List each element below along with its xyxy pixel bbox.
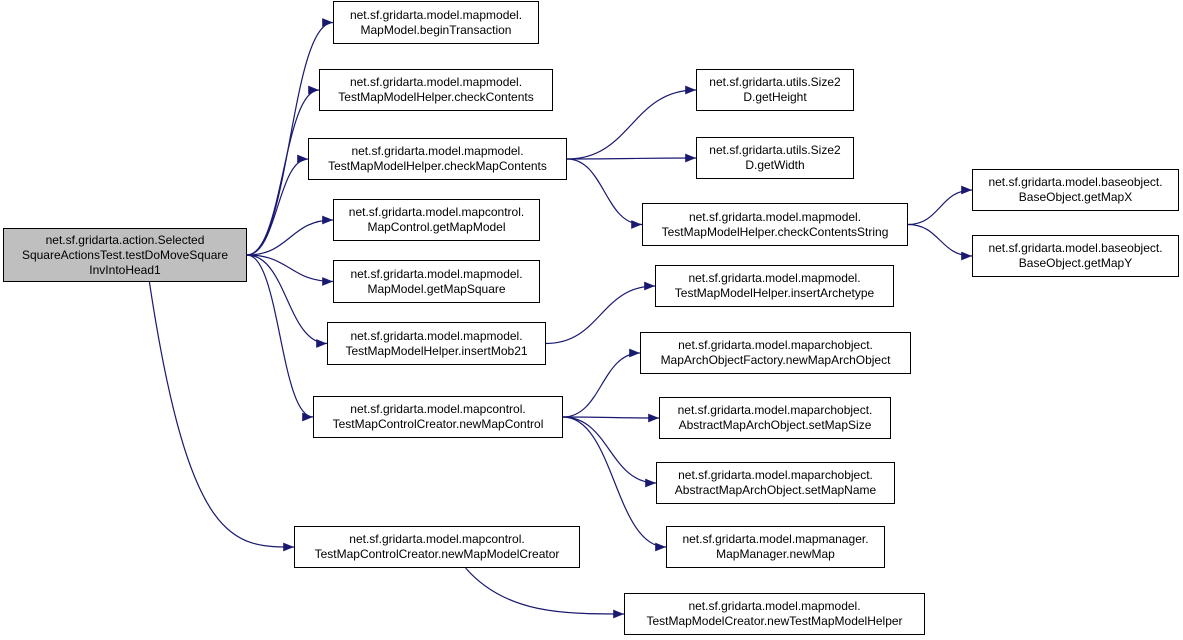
node-getmapsquare[interactable]: net.sf.gridarta.model.mapmodel. MapModel… (333, 260, 540, 303)
edge-nmc-to-nmao (562, 348, 641, 418)
edge-root-to-gmm (246, 215, 334, 256)
node-label-line: TestMapModelHelper.checkContents (338, 90, 534, 104)
node-label-line: TestMapModelHelper.insertArchetype (674, 286, 875, 300)
node-getmapy[interactable]: net.sf.gridarta.model.baseobject. BaseOb… (972, 235, 1179, 277)
node-setmapname[interactable]: net.sf.gridarta.model.maparchobject. Abs… (656, 462, 895, 504)
node-label-line: net.sf.gridarta.model.mapcontrol. (348, 205, 525, 219)
node-label-line: BaseObject.getMapX (1018, 190, 1133, 204)
node-label-line: BaseObject.getMapY (1018, 256, 1133, 270)
node-getheight[interactable]: net.sf.gridarta.utils.Size2 D.getHeight (696, 69, 854, 111)
edge-cmc-to-ccs (566, 158, 643, 229)
node-label-line: net.sf.gridarta.model.mapmanager. (682, 532, 869, 546)
edge-im21-to-ia (545, 281, 656, 345)
node-label-line: net.sf.gridarta.model.maparchobject. (678, 468, 873, 482)
node-label-line: InvIntoHead1 (89, 262, 161, 277)
edge-root-to-cmc (246, 154, 309, 256)
node-label-line: MapManager.newMap (716, 547, 835, 561)
edge-root-to-gms (246, 254, 334, 286)
node-label-line: net.sf.gridarta.model.baseobject. (988, 175, 1163, 189)
edge-cmc-to-gw (566, 153, 697, 163)
node-label-line: TestMapControlCreator.newMapControl (332, 417, 544, 431)
node-label-line: net.sf.gridarta.utils.Size2 (709, 143, 841, 157)
edge-ccs-to-gmx (907, 185, 973, 226)
node-newmapmodelcreator[interactable]: net.sf.gridarta.model.mapcontrol. TestMa… (294, 526, 580, 568)
node-label-line: TestMapModelCreator.newTestMapModelHelpe… (646, 614, 903, 628)
node-insertmob21[interactable]: net.sf.gridarta.model.mapmodel. TestMapM… (327, 322, 546, 365)
node-label-line: net.sf.gridarta.model.mapcontrol. (350, 402, 526, 416)
node-label-line: net.sf.gridarta.action.Selected (45, 232, 205, 247)
edge-ccs-to-gmy (907, 223, 973, 261)
edge-nmc-to-smn (562, 416, 657, 488)
node-getmapx[interactable]: net.sf.gridarta.model.baseobject. BaseOb… (972, 169, 1179, 211)
node-label-line: net.sf.gridarta.model.mapmodel. (350, 328, 523, 343)
edge-root-to-nmc (246, 254, 314, 422)
node-label-line: SquareActionsTest.testDoMoveSquare (21, 247, 229, 262)
node-label-line: TestMapControlCreator.newMapModelCreator (314, 547, 560, 561)
node-label-line: D.getHeight (743, 90, 807, 104)
node-label-line: TestMapModelHelper.insertMob21 (345, 343, 528, 358)
node-label-line: net.sf.gridarta.model.mapmodel. (349, 75, 523, 89)
node-label-line: net.sf.gridarta.model.mapmodel. (349, 7, 523, 22)
node-label-line: net.sf.gridarta.model.mapmodel. (688, 599, 861, 613)
node-checkcontentsstring[interactable]: net.sf.gridarta.model.mapmodel. TestMapM… (642, 203, 908, 246)
edge-root-to-nmmc (148, 281, 295, 552)
node-label-line: MapArchObjectFactory.newMapArchObject (660, 353, 891, 367)
node-getwidth[interactable]: net.sf.gridarta.utils.Size2 D.getWidth (696, 137, 854, 179)
node-checkcontents[interactable]: net.sf.gridarta.model.mapmodel. TestMapM… (319, 69, 553, 111)
node-label-line: net.sf.gridarta.model.mapmodel. (351, 144, 524, 158)
node-newmaparchobject[interactable]: net.sf.gridarta.model.maparchobject. Map… (640, 332, 911, 374)
node-label-line: MapModel.getMapSquare (367, 281, 506, 296)
node-label-line: MapModel.beginTransaction (360, 22, 512, 37)
node-newmapcontrol[interactable]: net.sf.gridarta.model.mapcontrol. TestMa… (313, 396, 563, 438)
node-newmap[interactable]: net.sf.gridarta.model.mapmanager. MapMan… (666, 526, 885, 568)
edge-root-to-im21 (246, 254, 328, 348)
node-label-line: AbstractMapArchObject.setMapName (674, 483, 877, 497)
edge-root-to-cc (246, 85, 320, 256)
node-root-testdomovesquareinvintohead1[interactable]: net.sf.gridarta.action.Selected SquareAc… (3, 228, 247, 282)
node-label-line: net.sf.gridarta.model.mapmodel. (688, 209, 862, 224)
edge-nmc-to-nm (562, 416, 667, 552)
node-label-line: TestMapModelHelper.checkMapContents (328, 159, 547, 173)
node-insertarchetype[interactable]: net.sf.gridarta.model.mapmodel. TestMapM… (655, 265, 894, 307)
edge-nmmc-to-ntmmh (465, 567, 625, 619)
node-label-line: net.sf.gridarta.model.mapmodel. (350, 266, 523, 281)
node-setmapsize[interactable]: net.sf.gridarta.model.maparchobject. Abs… (659, 397, 891, 439)
node-checkmapcontents[interactable]: net.sf.gridarta.model.mapmodel. TestMapM… (308, 138, 567, 180)
node-newtestmapmodelhelper[interactable]: net.sf.gridarta.model.mapmodel. TestMapM… (624, 593, 925, 635)
node-label-line: net.sf.gridarta.utils.Size2 (709, 75, 841, 89)
node-label-line: D.getWidth (745, 158, 805, 172)
edge-nmc-to-sms (562, 413, 660, 423)
node-label-line: net.sf.gridarta.model.maparchobject. (678, 338, 873, 352)
node-label-line: TestMapModelHelper.checkContentsString (661, 224, 889, 239)
node-label-line: AbstractMapArchObject.setMapSize (678, 418, 872, 432)
node-label-line: net.sf.gridarta.model.mapcontrol. (349, 532, 525, 546)
edge-cmc-to-gh (566, 85, 697, 160)
node-label-line: net.sf.gridarta.model.baseobject. (988, 241, 1163, 255)
node-label-line: MapControl.getMapModel (367, 220, 506, 234)
node-getmapmodel[interactable]: net.sf.gridarta.model.mapcontrol. MapCon… (333, 199, 540, 241)
node-begintransaction[interactable]: net.sf.gridarta.model.mapmodel. MapModel… (333, 1, 539, 44)
node-label-line: net.sf.gridarta.model.mapmodel. (688, 271, 861, 285)
node-label-line: net.sf.gridarta.model.maparchobject. (677, 403, 873, 417)
